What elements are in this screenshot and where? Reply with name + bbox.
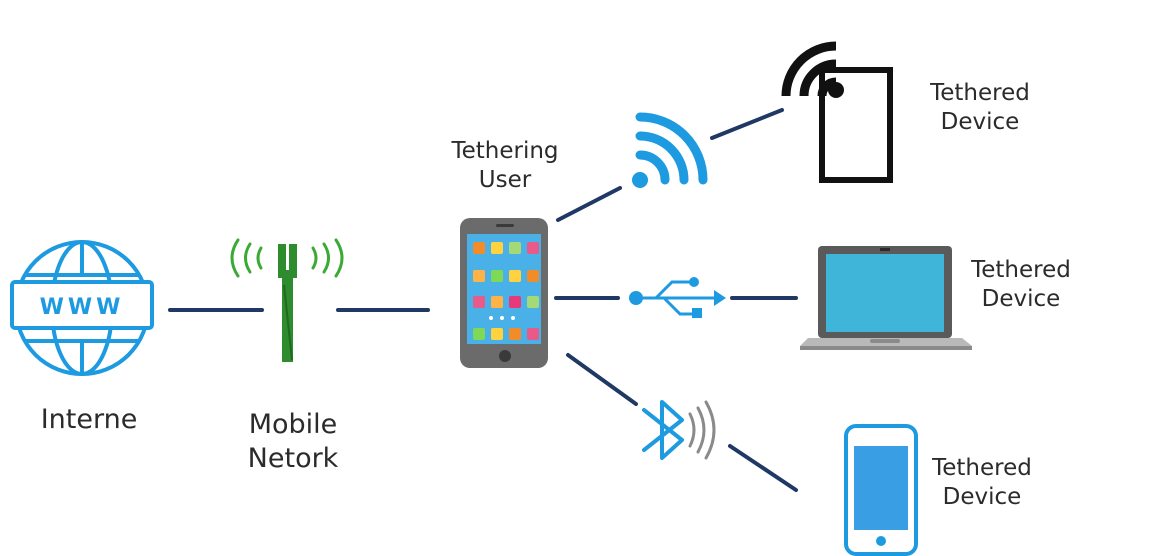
tethering-user-label-line2: User: [478, 166, 532, 193]
connector-lines: [168, 108, 798, 492]
tethered-tablet-label-line1: Tethered: [930, 80, 1030, 106]
phone-icon: [844, 424, 918, 556]
tethered-phone-label-line2: Device: [942, 483, 1022, 510]
www-text: WWW: [40, 295, 125, 320]
tethered-tablet-label-line2: Device: [940, 108, 1020, 135]
tethered-laptop-label-line2: Device: [981, 285, 1061, 312]
tethered-tablet-label: Tethered Device: [905, 79, 1055, 137]
tethering-user-label-line1: Tethering: [451, 138, 559, 164]
tablet-hotspot-icon: [781, 41, 893, 183]
link-user-bluetooth: [566, 353, 638, 406]
link-bluetooth-phone: [728, 444, 798, 492]
tethered-phone-label: Tethered Device: [907, 454, 1057, 512]
internet-label: Interne: [40, 404, 138, 435]
link-user-wifi: [556, 186, 622, 222]
cell-tower-icon: [230, 238, 344, 362]
mobile-network-label: Mobile Netork: [218, 408, 368, 476]
wifi-icon: [632, 112, 708, 188]
globe-www-icon: WWW: [10, 240, 154, 376]
mobile-network-label-line2: Netork: [247, 442, 339, 474]
tethered-phone-label-line1: Tethered: [932, 455, 1032, 481]
laptop-icon: [800, 246, 972, 350]
app-grid: [473, 242, 539, 340]
bluetooth-icon: [642, 400, 716, 460]
link-wifi-tablet: [710, 108, 784, 140]
tethered-laptop-label-line1: Tethered: [971, 257, 1071, 283]
usb-icon: [629, 277, 726, 318]
smartphone-icon: [460, 218, 548, 368]
mobile-network-label-line1: Mobile: [248, 409, 338, 440]
tethering-user-label: Tethering User: [430, 137, 580, 195]
tethered-laptop-label: Tethered Device: [946, 256, 1096, 314]
